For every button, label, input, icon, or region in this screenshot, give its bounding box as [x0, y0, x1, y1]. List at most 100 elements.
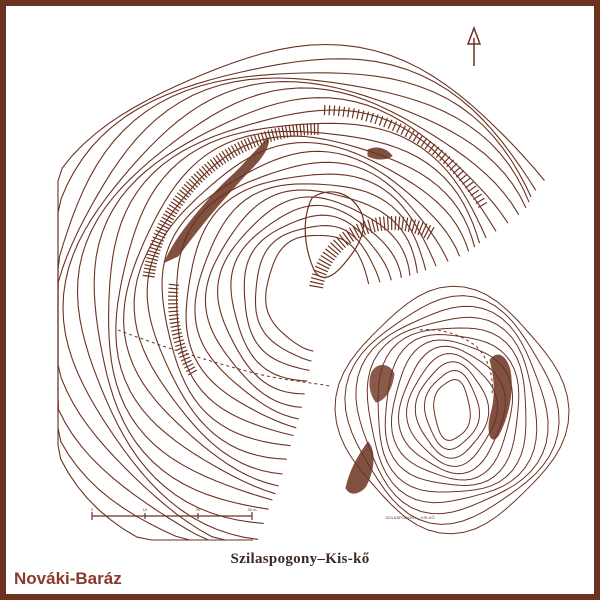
summit-contour [344, 295, 560, 525]
hachure-mark [348, 227, 358, 241]
hachure-mark [416, 135, 424, 145]
hachure-mark [322, 251, 335, 261]
hachure-mark [175, 342, 186, 347]
hachure-mark [455, 170, 465, 178]
hachure-mark [347, 107, 350, 118]
hachure-mark [475, 197, 485, 205]
contour-line [254, 225, 381, 362]
hachure-mark [375, 217, 379, 232]
contour-line [57, 43, 545, 541]
hachure-mark [152, 236, 165, 242]
contour-line [57, 58, 537, 541]
summit-contour [384, 333, 520, 487]
hachure-mark [270, 129, 276, 141]
hachure-mark [267, 130, 272, 142]
hachure-mark [432, 146, 440, 156]
hachure-mark [169, 317, 180, 321]
hachure-mark [180, 356, 191, 362]
hachure-mark [170, 201, 182, 209]
hachure-mark [181, 186, 192, 196]
hachure-mark [150, 243, 162, 249]
hachure-mark [176, 192, 188, 201]
hachure-mark [168, 287, 179, 290]
hachure-mark [412, 132, 419, 142]
hachure-mark [356, 109, 360, 120]
hachure-mark [204, 163, 213, 174]
hachure-mark [342, 231, 352, 244]
contour-line [194, 183, 427, 420]
hachure-mark [148, 246, 161, 252]
scale-label-30: 30 m [248, 507, 258, 512]
hachure-mark [391, 121, 398, 131]
hachure-mark [184, 363, 194, 369]
hachure-mark [257, 133, 263, 146]
hachure-mark [171, 332, 183, 336]
hachure-mark [404, 217, 409, 232]
hachure-mark [338, 234, 349, 246]
hachure-mark [363, 220, 370, 235]
rock-outcrop-east [488, 354, 512, 440]
hachure-mark [234, 143, 241, 155]
hachure-mark [314, 265, 329, 273]
contour-line [57, 77, 530, 541]
hachure-mark [221, 150, 230, 162]
hachure-mark [302, 123, 306, 136]
outer-contour-lines [57, 43, 545, 541]
hachure-mark [396, 123, 402, 133]
scale-bar: 0 10 20 30 m [91, 507, 257, 520]
summit-contour [366, 316, 538, 504]
hachure-mark [383, 117, 388, 128]
hachure-mark [411, 219, 417, 233]
contour-line [115, 122, 487, 495]
hachure-mark [371, 218, 376, 233]
hachure-mark [193, 173, 203, 183]
hachure-mark [379, 216, 383, 231]
hachure-mark [407, 218, 413, 233]
hachure-mark [169, 321, 180, 325]
hachure-mark [147, 250, 160, 255]
hachure-mark [327, 245, 339, 256]
rock-outcrop-south [345, 441, 374, 494]
hachure-mark [168, 314, 179, 317]
hachure-mark [360, 110, 365, 121]
hachure-mark [274, 128, 279, 141]
contour-line [93, 97, 509, 510]
hachure-mark [417, 221, 424, 236]
hachure-mark [295, 124, 299, 137]
summit-contour [377, 327, 527, 493]
summit-contour [390, 339, 514, 481]
hachure-mark [281, 126, 286, 139]
rock-outcrop-northwest [164, 137, 269, 263]
contour-line [133, 135, 476, 475]
hachure-mark [176, 346, 187, 351]
hachure-mark [243, 138, 250, 151]
hachure-mark [143, 271, 156, 275]
hachure-mark [310, 277, 325, 282]
hachure-mark [467, 185, 477, 193]
scale-label-10: 10 [143, 507, 148, 512]
hachure-mark [328, 105, 331, 116]
contour-line [146, 141, 470, 460]
hachure-mark [306, 123, 309, 136]
hachure-mark [333, 105, 336, 116]
hachure-mark [378, 115, 384, 126]
hachure-mark [452, 166, 461, 175]
summit-contour [334, 285, 570, 535]
hachure-mark [247, 137, 253, 149]
dashed-path-east [419, 329, 493, 395]
hachure-mark [420, 137, 428, 147]
hachure-mark [209, 159, 219, 170]
summit-contour [433, 379, 471, 441]
hachure-mark [168, 291, 179, 294]
hachure-mark [394, 216, 397, 231]
hachure-mark [330, 242, 342, 253]
contour-line [62, 81, 527, 540]
hachure-mark [277, 127, 282, 140]
hachure-mark [188, 178, 199, 188]
hachure-mark [212, 157, 221, 168]
hachure-mark [145, 260, 158, 265]
scale-label-0: 0 [91, 507, 94, 512]
hachure-mark [401, 216, 405, 231]
hachure-mark [299, 123, 302, 136]
